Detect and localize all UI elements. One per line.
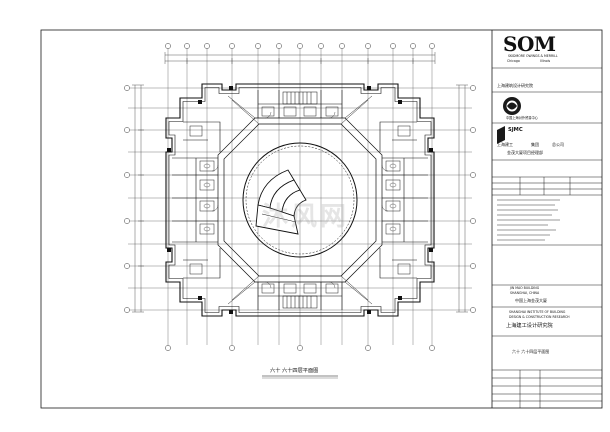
dimension-left [132, 84, 144, 313]
sjmc-mark [497, 126, 505, 144]
titleblock-notes [497, 199, 560, 241]
grid-bubbles-top [165, 43, 435, 49]
sheet-frame [40, 29, 603, 409]
plan-caption: 六十 六十四层平面图 [270, 368, 319, 374]
institute-cn: 上海建工设计研究院 [506, 323, 553, 329]
watermark-text: 沐风网 [262, 202, 350, 232]
project-cn: 中国上海金茂大厦 [515, 298, 547, 303]
stair-core-top [282, 91, 318, 105]
client-cn-1: 上海建工 [497, 142, 513, 147]
firm-name-cn: 上海建筑设计研究院 [497, 83, 533, 88]
dimension-top [164, 52, 436, 64]
grid-bubbles-right [470, 85, 476, 313]
atrium [242, 142, 358, 258]
diagonal-corridors [227, 95, 373, 305]
client-cn-2: 集团 [531, 142, 539, 147]
project-en-1: JIN MAO BUILDING [510, 286, 540, 290]
bathroom-fixtures [189, 106, 411, 294]
grid-bubbles-left [124, 85, 130, 313]
building-outline [165, 83, 435, 317]
project-en-2: SHANGHAI, CHINA [510, 291, 540, 295]
structural-columns [167, 86, 433, 314]
client-cn-3: 总公司 [552, 142, 564, 147]
client-cn-4: 金茂大厦项目经理部 [507, 150, 543, 155]
logo-city: Chicago [507, 59, 520, 63]
door-swings [211, 111, 389, 289]
sheet-title: 六十 六十四层平面图 [512, 349, 550, 354]
stair-core-bottom [282, 295, 318, 309]
som-logo: SOM [503, 32, 556, 56]
fixture-ovals [203, 163, 397, 232]
org-emblem [503, 97, 521, 115]
institute-en-1: SHANGHAI INSTITUTE OF BUILDING [509, 310, 566, 314]
logo-subtitle: SKIDMORE OWINGS & MERRILL [508, 54, 558, 58]
logo-state: Illinois [540, 59, 551, 63]
grid-bubbles-bottom [165, 345, 435, 351]
room-partitions [172, 90, 428, 310]
org-name-cn: 中国上海对外贸易中心 [506, 116, 538, 120]
institute-en-2: DESIGN & CONSTRUCTION RESEARCH [509, 315, 570, 319]
curved-core [255, 169, 307, 235]
titleblock-rules [492, 67, 602, 408]
sjmc-text: SJMC [508, 127, 523, 133]
dimension-right [456, 84, 468, 313]
